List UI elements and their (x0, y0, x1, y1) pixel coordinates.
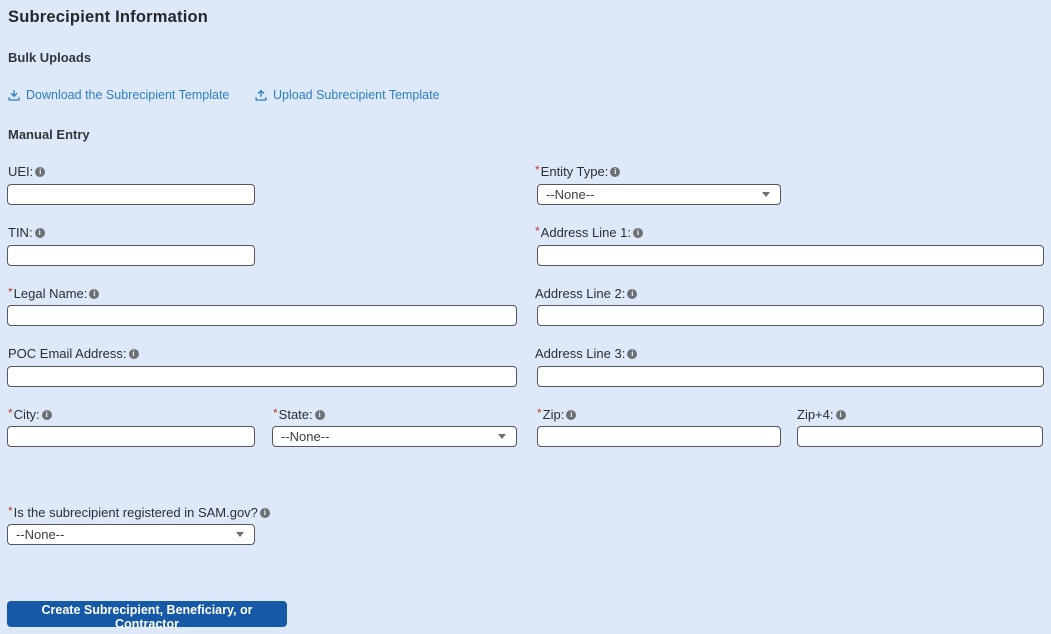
info-icon[interactable] (34, 227, 45, 238)
state-select[interactable]: --None-- (272, 426, 517, 447)
entity-type-label: * Entity Type: (535, 163, 621, 179)
sam-registered-selected-value: --None-- (16, 527, 65, 542)
info-icon[interactable] (610, 166, 621, 177)
info-icon[interactable] (128, 348, 139, 359)
poc-email-input[interactable] (7, 366, 517, 387)
uei-input[interactable] (7, 184, 255, 205)
download-template-link[interactable]: Download the Subrecipient Template (8, 88, 229, 102)
sam-registered-select[interactable]: --None-- (7, 524, 255, 545)
legal-name-input[interactable] (7, 305, 517, 326)
zip4-label: Zip+4: (797, 407, 846, 422)
upload-template-link[interactable]: Upload Subrecipient Template (255, 88, 440, 102)
info-icon[interactable] (633, 227, 644, 238)
poc-email-label: POC Email Address: (8, 346, 139, 361)
manual-entry-heading: Manual Entry (8, 127, 90, 142)
chevron-down-icon (236, 532, 244, 537)
create-subrecipient-button[interactable]: Create Subrecipient, Beneficiary, or Con… (7, 601, 287, 631)
uei-label: UEI: (8, 164, 46, 179)
entity-type-selected-value: --None-- (546, 187, 595, 202)
download-link-label: Download the Subrecipient Template (26, 88, 230, 102)
bulk-uploads-heading: Bulk Uploads (8, 50, 92, 65)
page-title: Subrecipient Information (8, 8, 209, 26)
download-icon (8, 89, 20, 102)
state-selected-value: --None-- (281, 429, 330, 444)
address-line-2-label: Address Line 2: (535, 286, 638, 301)
info-icon[interactable] (35, 166, 46, 177)
address-line-1-input[interactable] (537, 245, 1044, 266)
sam-registered-label: * Is the subrecipient registered in SAM.… (8, 504, 270, 520)
address-line-2-input[interactable] (537, 305, 1044, 326)
info-icon[interactable] (627, 348, 638, 359)
tin-input[interactable] (7, 245, 255, 266)
entity-type-select[interactable]: --None-- (537, 184, 781, 205)
city-input[interactable] (7, 426, 255, 447)
chevron-down-icon (762, 192, 770, 197)
chevron-down-icon (498, 434, 506, 439)
state-label: * State: (273, 406, 325, 422)
zip-input[interactable] (537, 426, 781, 447)
info-icon[interactable] (89, 288, 100, 299)
zip4-input[interactable] (797, 426, 1043, 447)
upload-link-label: Upload Subrecipient Template (273, 88, 440, 102)
address-line-1-label: * Address Line 1: (535, 224, 644, 240)
address-line-3-input[interactable] (537, 366, 1044, 387)
info-icon[interactable] (627, 288, 638, 299)
legal-name-label: * Legal Name: (8, 285, 100, 301)
upload-icon (255, 89, 267, 102)
info-icon[interactable] (835, 409, 846, 420)
tin-label: TIN: (8, 225, 45, 240)
info-icon[interactable] (566, 409, 577, 420)
zip-label: * Zip: (537, 406, 577, 422)
info-icon[interactable] (41, 409, 52, 420)
info-icon[interactable] (314, 409, 325, 420)
address-line-3-label: Address Line 3: (535, 346, 638, 361)
info-icon[interactable] (259, 507, 270, 518)
city-label: * City: (8, 406, 52, 422)
